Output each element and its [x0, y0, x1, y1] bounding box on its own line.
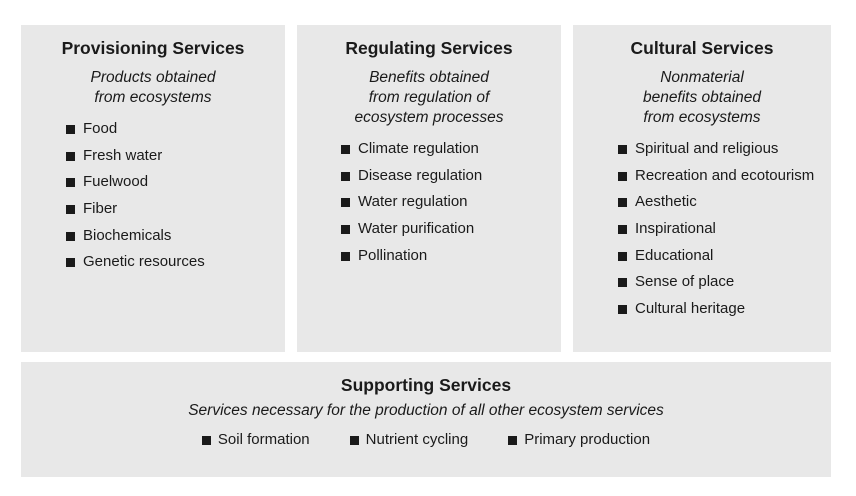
- list-item: Biochemicals: [66, 223, 285, 250]
- list-item: Sense of place: [618, 269, 831, 296]
- list-item: Water purification: [341, 216, 561, 243]
- list-item: Soil formation: [201, 429, 310, 451]
- bullet-square-icon: [66, 178, 75, 188]
- bullet-square-icon: [66, 125, 75, 134]
- bullet-square-icon: [618, 251, 627, 261]
- bullet-square-icon: [341, 171, 350, 181]
- bullet-square-icon: [618, 171, 627, 181]
- bullet-square-icon: [66, 258, 75, 268]
- bullet-square-icon: [618, 198, 627, 208]
- list-item: Recreation and ecotourism: [618, 163, 831, 190]
- list-item: Fuelwood: [66, 169, 285, 196]
- cultural-subtitle-line: from ecosystems: [643, 109, 761, 126]
- list-item: Cultural heritage: [618, 296, 831, 323]
- bullet-square-icon: [618, 145, 627, 154]
- bullet-square-icon: [201, 436, 211, 445]
- provisioning-services-box: Provisioning Services Products obtained …: [21, 25, 285, 352]
- supporting-services-box: Supporting Services Services necessary f…: [21, 362, 831, 477]
- regulating-subtitle-line: ecosystem processes: [354, 109, 504, 126]
- bullet-square-icon: [66, 231, 75, 241]
- bullet-square-icon: [618, 225, 627, 235]
- list-item: Nutrient cycling: [349, 429, 468, 451]
- list-item: Aesthetic: [618, 189, 831, 216]
- cultural-subtitle-line: Nonmaterial: [660, 69, 744, 86]
- cultural-title: Cultural Services: [630, 38, 774, 58]
- bullet-square-icon: [341, 145, 350, 154]
- list-item: Fresh water: [66, 143, 285, 170]
- list-item: Educational: [618, 243, 831, 270]
- provisioning-subtitle-line: from ecosystems: [94, 89, 212, 106]
- bullet-square-icon: [66, 151, 75, 161]
- cultural-services-box: Cultural Services Nonmaterial benefits o…: [573, 25, 831, 352]
- bullet-square-icon: [618, 278, 627, 288]
- regulating-subtitle-line: Benefits obtained: [369, 69, 489, 86]
- list-item: Inspirational: [618, 216, 831, 243]
- regulating-subtitle: Benefits obtained from regulation of eco…: [297, 68, 561, 128]
- cultural-subtitle-line: benefits obtained: [642, 89, 762, 106]
- bullet-square-icon: [341, 198, 350, 208]
- list-item: Primary production: [508, 429, 650, 451]
- cultural-list: Spiritual and religious Recreation and e…: [618, 136, 831, 323]
- list-item: Fiber: [66, 196, 285, 223]
- regulating-title: Regulating Services: [345, 38, 513, 58]
- provisioning-subtitle-line: Products obtained: [90, 69, 216, 86]
- list-item: Spiritual and religious: [618, 136, 831, 163]
- bullet-square-icon: [349, 436, 359, 445]
- list-item: Food: [66, 116, 285, 143]
- list-item: Disease regulation: [341, 163, 561, 190]
- bullet-square-icon: [508, 436, 518, 445]
- regulating-services-box: Regulating Services Benefits obtained fr…: [297, 25, 561, 352]
- list-item: Pollination: [341, 243, 561, 270]
- list-item: Climate regulation: [341, 136, 561, 163]
- supporting-subtitle: Services necessary for the production of…: [188, 402, 664, 419]
- cultural-subtitle: Nonmaterial benefits obtained from ecosy…: [573, 68, 831, 128]
- provisioning-list: Food Fresh water Fuelwood Fiber Biochemi…: [66, 116, 285, 276]
- provisioning-title: Provisioning Services: [61, 38, 245, 58]
- regulating-list: Climate regulation Disease regulation Wa…: [341, 136, 561, 269]
- regulating-subtitle-line: from regulation of: [368, 89, 490, 106]
- supporting-title: Supporting Services: [340, 375, 512, 395]
- provisioning-subtitle: Products obtained from ecosystems: [21, 68, 285, 108]
- list-item: Genetic resources: [66, 249, 285, 276]
- bullet-square-icon: [618, 305, 627, 315]
- list-item: Water regulation: [341, 189, 561, 216]
- bullet-square-icon: [341, 225, 350, 235]
- bullet-square-icon: [66, 205, 75, 215]
- supporting-list: Soil formation Nutrient cycling Primary …: [21, 429, 831, 451]
- bullet-square-icon: [341, 251, 350, 261]
